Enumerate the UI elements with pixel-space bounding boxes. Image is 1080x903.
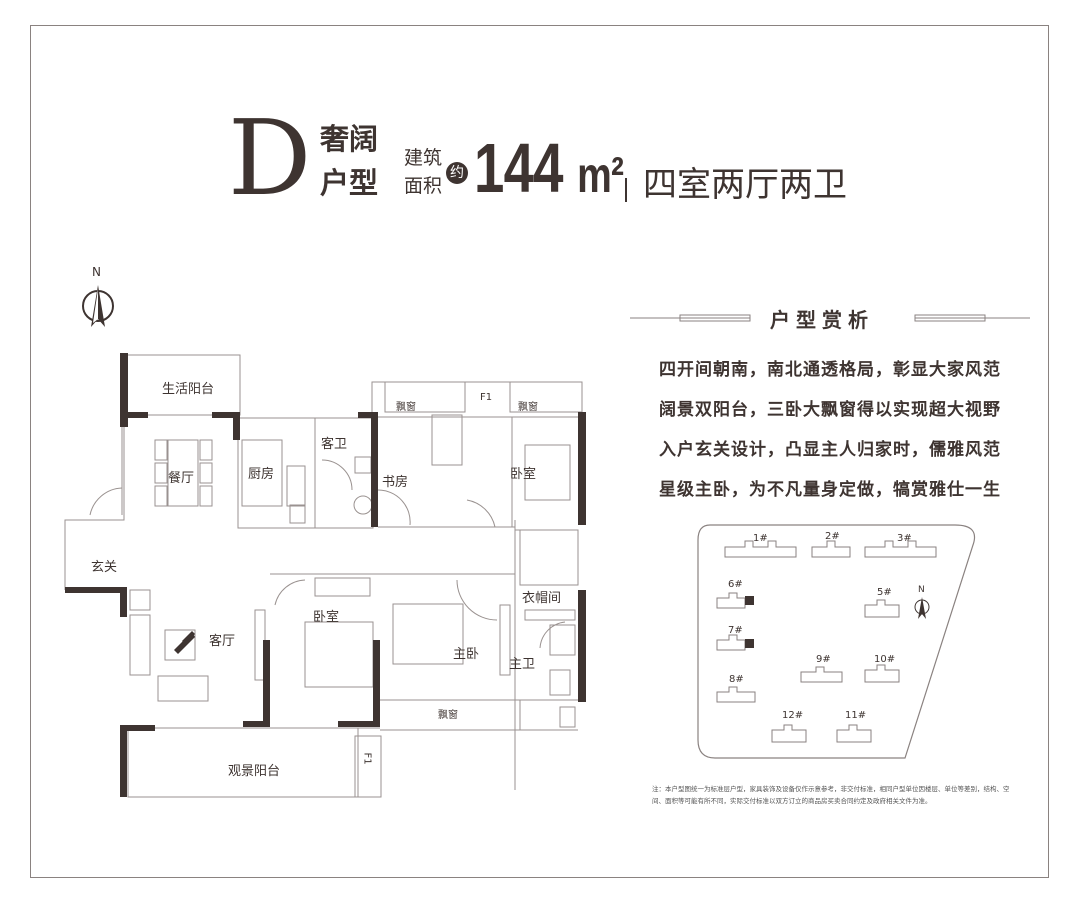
room-label-foyer: 玄关 — [91, 560, 118, 575]
room-label-master-bath: 主卫 — [509, 657, 536, 672]
analysis-title-rules — [630, 314, 1030, 322]
building-label: 6# — [728, 579, 743, 590]
building-label: 1# — [753, 533, 768, 544]
building-label: 8# — [729, 674, 744, 685]
room-label-f1-bottom: F1 — [361, 752, 373, 765]
walls — [65, 353, 586, 797]
compass-north-label: N — [92, 265, 101, 279]
unit-type-name-line2: 户型 — [320, 166, 379, 200]
room-label-living-balcony: 生活阳台 — [162, 382, 215, 397]
room-label-bay-window-1: 飘窗 — [396, 402, 416, 413]
room-label-f1-top: F1 — [480, 392, 493, 403]
room-label-bay-window-3: 飘窗 — [438, 710, 458, 721]
building-label: 5# — [877, 587, 892, 598]
unit-type-letter: D — [228, 97, 312, 219]
compass: N — [79, 265, 119, 331]
analysis-title: 户型赏析 — [770, 308, 874, 332]
analysis-line: 阔景双阳台，三卧大飘窗得以实现超大视野 — [659, 400, 1001, 420]
north-arrow-icon — [82, 285, 114, 327]
building-label: 10# — [874, 654, 896, 665]
room-label-view-balcony: 观景阳台 — [228, 764, 281, 779]
building-label: 9# — [816, 654, 831, 665]
room-label-master-bedroom: 主卧 — [453, 647, 480, 662]
approx-badge: 约 — [446, 162, 468, 184]
building-label: 7# — [728, 625, 743, 636]
building-label: 3# — [897, 533, 912, 544]
unit-type-name-line1: 奢阔 — [320, 122, 379, 156]
site-plan — [697, 524, 976, 759]
area-unit: m² — [577, 147, 624, 203]
room-label-walk-in-closet: 衣帽间 — [522, 591, 562, 606]
analysis-line: 星级主卧，为不凡量身定做，犒赏雅仕一生 — [659, 480, 1001, 500]
area-number: 144 — [474, 129, 564, 207]
room-label-bay-window-2: 飘窗 — [518, 402, 538, 413]
building-label: 2# — [825, 531, 840, 542]
building-label: 11# — [845, 710, 867, 721]
building-label: 12# — [782, 710, 804, 721]
area-label-line2: 面积 — [404, 175, 443, 197]
room-label-kitchen: 厨房 — [248, 467, 275, 482]
header-divider — [625, 178, 627, 202]
room-label-dining: 餐厅 — [168, 471, 195, 486]
analysis-line: 入户玄关设计，凸显主人归家时，儒雅风范 — [659, 440, 1001, 460]
area-label-line1: 建筑 — [404, 147, 443, 169]
disclaimer-note: 注：本户型图统一为标准层户型，家具装饰及设备仅作示意参考，非交付标准，相同户型单… — [652, 785, 1010, 805]
area-value: 144 m² — [474, 128, 624, 215]
layout-text: 四室两厅两卫 — [643, 165, 847, 205]
analysis-line: 四开间朝南，南北通透格局，彰显大家风范 — [659, 360, 1001, 380]
room-label-study: 书房 — [382, 475, 409, 490]
page-frame — [30, 25, 1049, 878]
room-label-living-room: 客厅 — [209, 634, 236, 649]
room-label-bedroom-s: 卧室 — [313, 610, 340, 625]
room-label-guest-bath: 客卫 — [321, 437, 348, 452]
site-north-label: N — [918, 585, 925, 595]
room-label-bedroom-ne: 卧室 — [510, 467, 537, 482]
